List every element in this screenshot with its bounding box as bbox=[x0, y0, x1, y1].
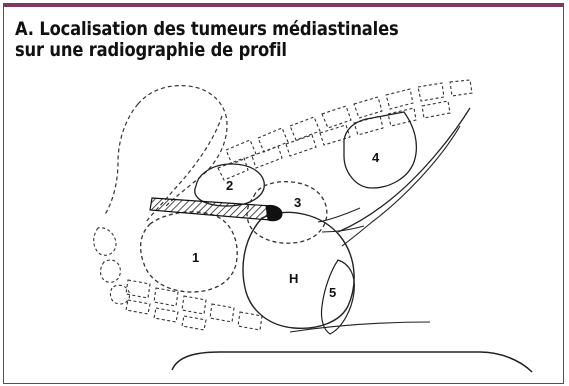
trachea-bar bbox=[150, 198, 272, 220]
posterior-wall bbox=[338, 108, 470, 232]
label-3: 3 bbox=[294, 195, 301, 210]
region-1-outline bbox=[141, 212, 238, 292]
region-h-outline bbox=[243, 212, 354, 328]
lower-chain bbox=[126, 280, 262, 330]
posterior-wall-2 bbox=[342, 126, 460, 246]
sternum-outline bbox=[104, 86, 227, 216]
region-5-outline bbox=[321, 260, 354, 334]
region-4-outline bbox=[344, 112, 416, 188]
diaphragm bbox=[172, 352, 532, 372]
anterior-chain bbox=[94, 228, 130, 304]
label-h: H bbox=[289, 271, 298, 286]
label-2: 2 bbox=[226, 178, 233, 193]
diaphragm-inner bbox=[290, 322, 430, 332]
vessel-lines bbox=[318, 208, 364, 232]
label-5: 5 bbox=[329, 285, 336, 300]
label-1: 1 bbox=[192, 250, 199, 265]
trachea-end bbox=[266, 205, 282, 220]
label-4: 4 bbox=[372, 150, 380, 165]
